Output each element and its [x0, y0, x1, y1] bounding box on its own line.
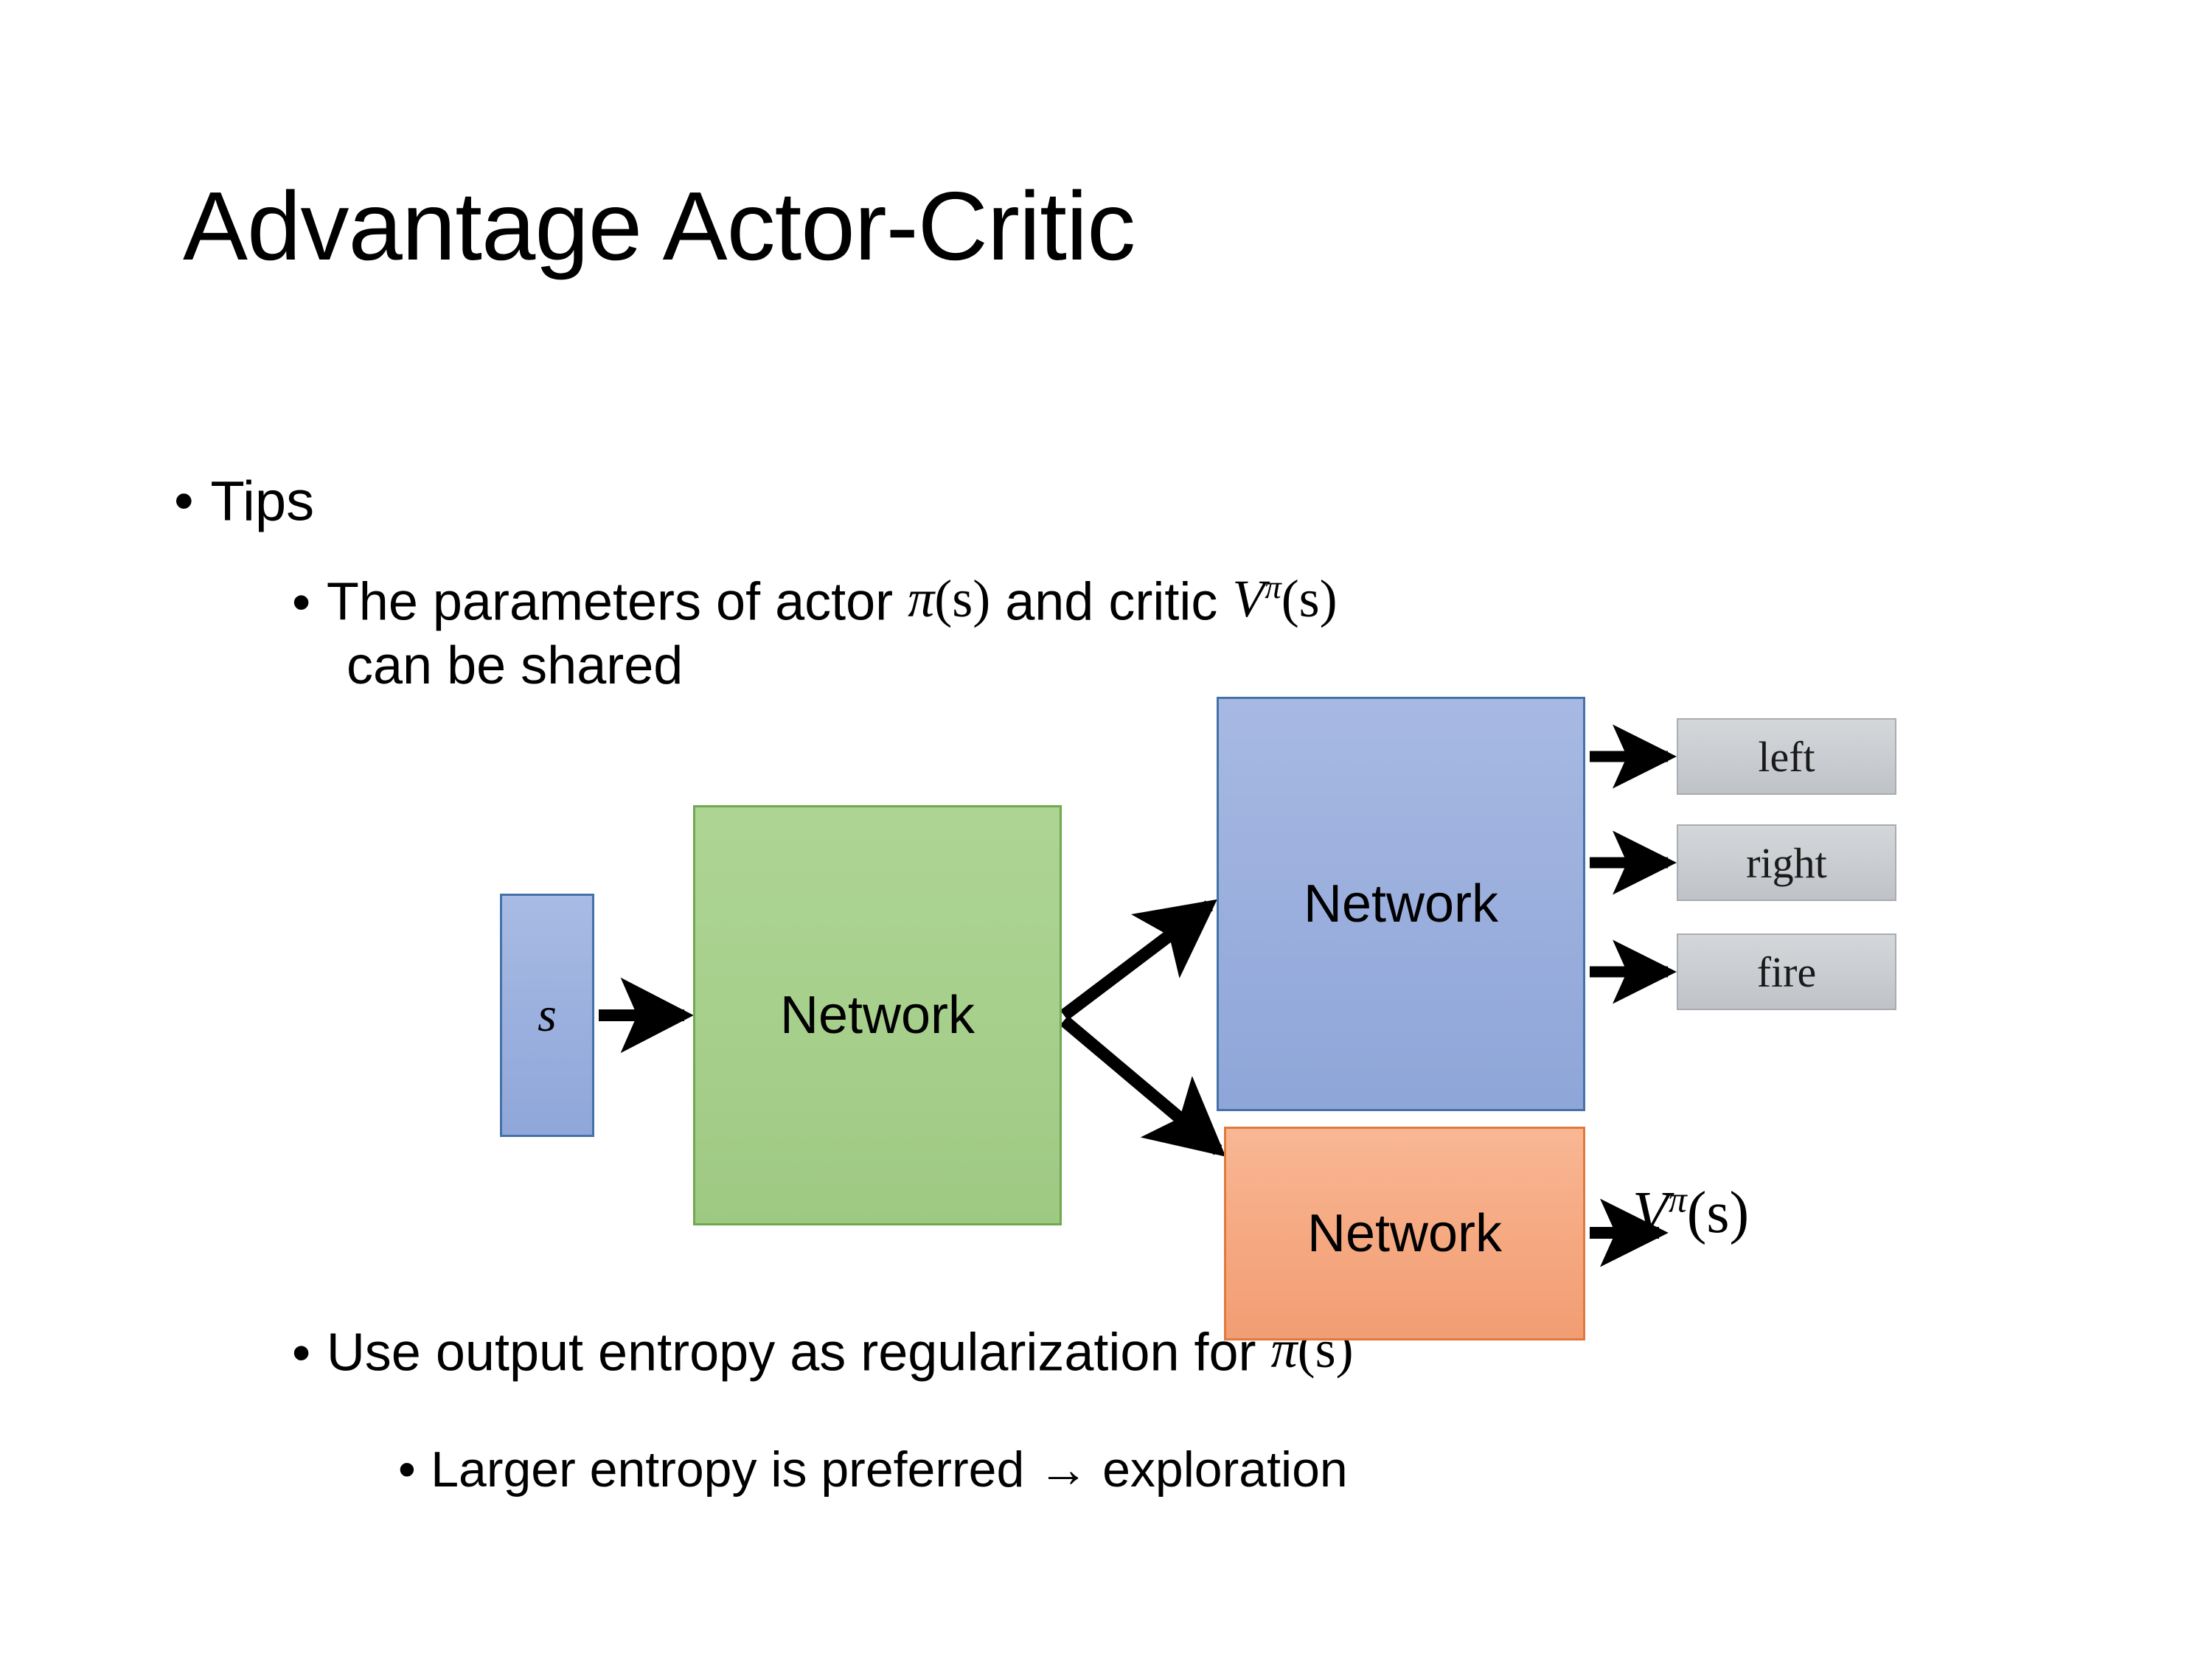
bullet-entropy-label: Use output entropy as regularization for	[326, 1323, 1271, 1382]
actor-network-node[interactable]: Network	[1217, 697, 1585, 1111]
arrow-shared-to-critic	[1060, 1015, 1226, 1157]
bullet-exploration: • Larger entropy is preferred → explorati…	[398, 1438, 1348, 1498]
critic-v-symbol: V	[1232, 569, 1265, 628]
actor-pi-symbol: π	[908, 569, 935, 628]
shared-network-node[interactable]: Network	[693, 805, 1062, 1225]
state-input-label: s	[538, 988, 557, 1042]
critic-network-node[interactable]: Network	[1224, 1127, 1585, 1340]
value-argument: (s)	[1686, 1180, 1750, 1245]
action-label-right: right	[1746, 838, 1827, 887]
action-box-right[interactable]: right	[1677, 824, 1896, 901]
bullet-entropy-regularization: • Use output entropy as regularization fo…	[292, 1320, 1354, 1382]
action-label-left: left	[1758, 732, 1815, 781]
actor-pi-argument: (s)	[934, 569, 991, 628]
value-output-label: Vπ(s)	[1632, 1178, 1749, 1247]
bullet-shared-mid: and critic	[990, 572, 1233, 632]
state-input-node[interactable]: s	[500, 894, 594, 1137]
critic-v-argument: (s)	[1281, 569, 1338, 628]
value-v-symbol: V	[1632, 1180, 1669, 1245]
page-title: Advantage Actor-Critic	[183, 172, 1135, 280]
action-box-left[interactable]: left	[1677, 718, 1896, 795]
bullet-tips: • Tips	[174, 466, 314, 532]
bullet-marker: •	[292, 572, 311, 632]
value-pi-superscript: π	[1668, 1179, 1687, 1220]
bullet-marker: •	[292, 1323, 311, 1382]
bullet-marker: •	[174, 470, 194, 533]
bullet-shared-parameters: •The parameters of actor π(s) and critic…	[292, 569, 1338, 696]
bullet-exploration-label: Larger entropy is preferred → exploratio…	[431, 1441, 1348, 1498]
critic-pi-superscript: π	[1265, 568, 1281, 605]
actor-network-label: Network	[1303, 874, 1499, 933]
action-label-fire: fire	[1756, 947, 1817, 996]
shared-network-label: Network	[779, 986, 975, 1045]
critic-network-label: Network	[1307, 1204, 1503, 1263]
action-box-fire[interactable]: fire	[1677, 933, 1896, 1010]
bullet-shared-prefix: The parameters of actor	[326, 572, 908, 632]
arrow-shared-to-actor	[1060, 899, 1217, 1020]
bullet-tips-label: Tips	[210, 470, 315, 533]
bullet-shared-line2: can be shared	[347, 636, 684, 696]
bullet-marker: •	[398, 1441, 416, 1498]
